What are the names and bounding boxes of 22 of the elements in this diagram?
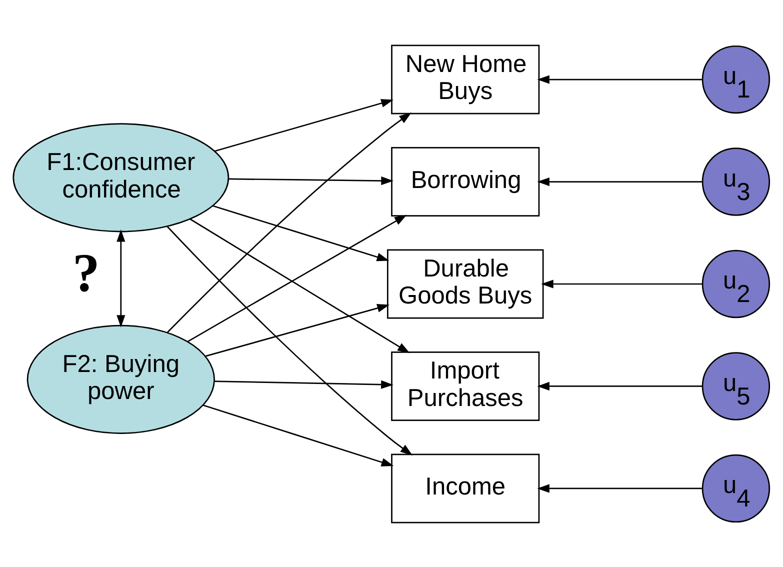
arrow — [203, 404, 394, 466]
arrow — [537, 484, 702, 492]
arrow — [537, 176, 702, 186]
arrow — [537, 381, 702, 390]
node-box: Borrowing — [391, 146, 540, 216]
edge-label: ? — [72, 241, 100, 302]
arrow — [167, 112, 412, 332]
node-box: New Home Buys — [391, 44, 540, 114]
arrow — [537, 74, 702, 84]
arrow — [228, 176, 394, 185]
node-box: Durable Goods Buys — [386, 248, 544, 318]
arrow — [166, 226, 413, 455]
node-box: Import Purchases — [391, 350, 540, 420]
node-box: Income — [391, 453, 540, 523]
node-ellipse: F1:Consumer confidence — [12, 122, 230, 232]
arrow — [212, 204, 390, 261]
arrow — [205, 303, 390, 356]
arrow — [541, 279, 702, 288]
node-ellipse: F2: Buying power — [26, 324, 215, 434]
arrow — [214, 380, 394, 388]
arrow — [214, 98, 394, 152]
arrow — [116, 228, 126, 327]
